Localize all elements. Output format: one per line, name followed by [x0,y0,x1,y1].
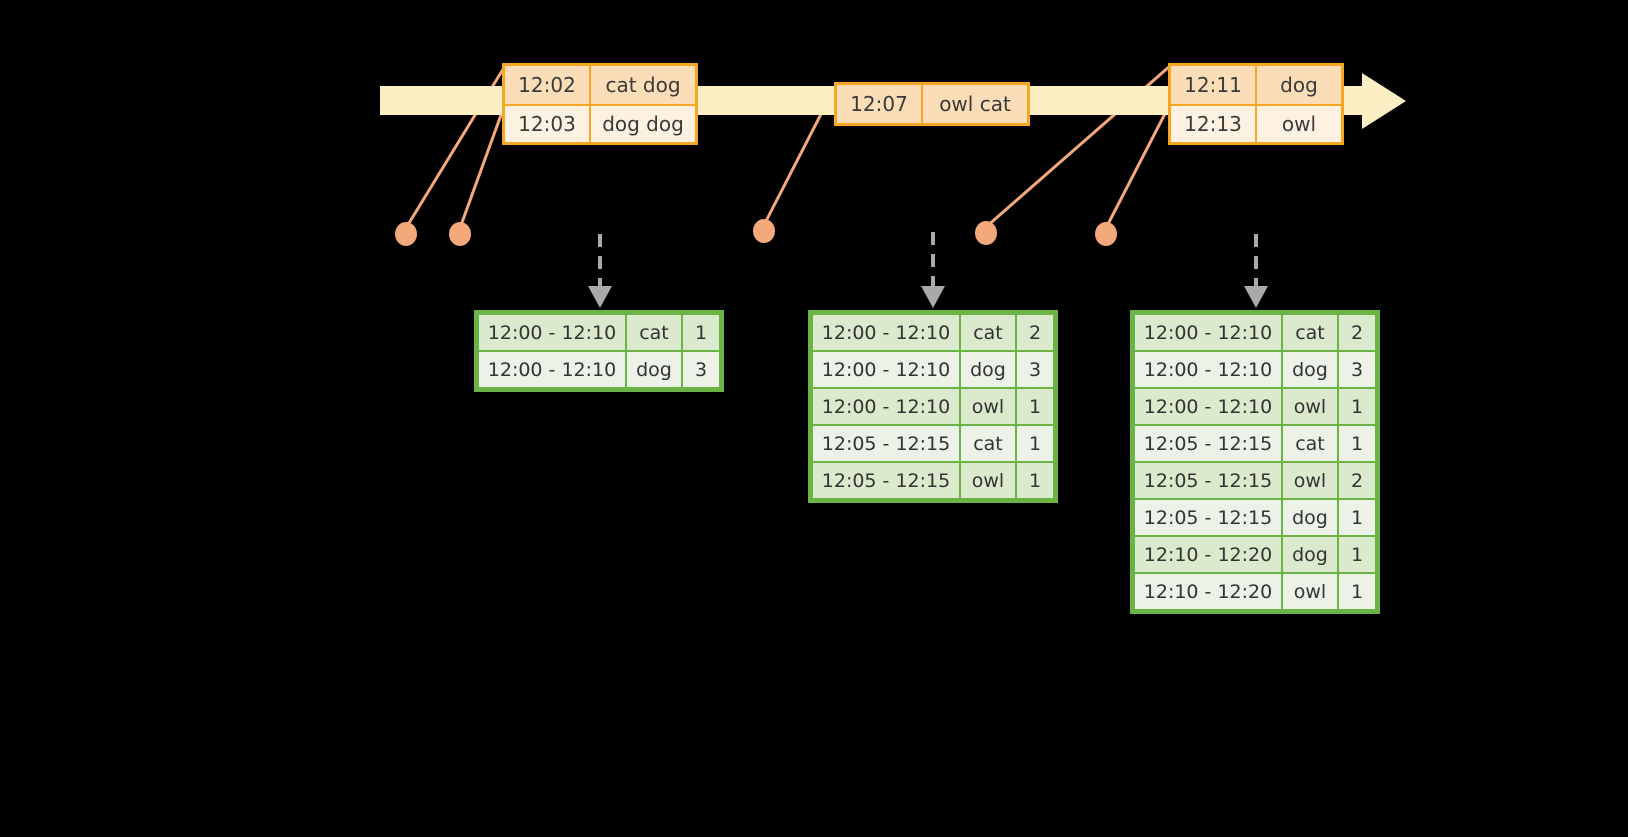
cell-word: dog [1282,499,1338,536]
connector-line-2 [458,103,507,229]
cell-count: 1 [1338,425,1376,462]
event-time: 12:11 [1171,66,1257,104]
event-row[interactable]: 12:13 owl [1171,104,1341,142]
event-box-group-b[interactable]: 12:07 owl cat [834,82,1030,126]
cell-word: dog [960,351,1016,388]
cell-count: 1 [1338,388,1376,425]
event-dot-2[interactable] [449,222,471,246]
cell-window: 12:00 - 12:10 [812,314,960,351]
cell-count: 1 [1016,425,1054,462]
cell-count: 1 [1338,499,1376,536]
cell-word: dog [626,351,682,388]
event-time: 12:07 [837,85,923,123]
cell-word: owl [1282,388,1338,425]
cell-window: 12:10 - 12:20 [1134,536,1282,573]
event-time: 12:03 [505,106,591,142]
cell-word: owl [960,462,1016,499]
event-dot-4[interactable] [975,221,997,245]
connector-line-5 [1104,103,1172,229]
event-dot-5[interactable] [1095,222,1117,246]
event-dot-3[interactable] [753,219,775,243]
cell-count: 1 [682,314,720,351]
event-row[interactable]: 12:11 dog [1171,66,1341,104]
emit-arrow-2 [921,232,945,308]
event-dot-1[interactable] [395,222,417,246]
cell-window: 12:05 - 12:15 [812,462,960,499]
event-box-group-c[interactable]: 12:11 dog 12:13 owl [1168,63,1344,145]
cell-window: 12:00 - 12:10 [1134,388,1282,425]
event-row[interactable]: 12:02 cat dog [505,66,695,104]
emit-arrow-3 [1244,234,1268,308]
cell-count: 3 [1338,351,1376,388]
cell-word: owl [1282,462,1338,499]
cell-word: cat [960,425,1016,462]
cell-window: 12:00 - 12:10 [812,351,960,388]
cell-window: 12:00 - 12:10 [478,351,626,388]
cell-word: dog [1282,536,1338,573]
cell-count: 1 [1338,536,1376,573]
cell-count: 3 [682,351,720,388]
cell-word: cat [960,314,1016,351]
cell-window: 12:05 - 12:15 [1134,462,1282,499]
cell-window: 12:00 - 12:10 [1134,351,1282,388]
cell-count: 2 [1338,314,1376,351]
timeline-arrow-head [1362,73,1406,129]
cell-word: dog [1282,351,1338,388]
cell-word: cat [1282,314,1338,351]
event-words: cat dog [591,66,695,104]
event-time: 12:02 [505,66,591,104]
cell-word: owl [1282,573,1338,610]
cell-window: 12:00 - 12:10 [1134,314,1282,351]
cell-window: 12:00 - 12:10 [812,388,960,425]
event-words: dog [1257,66,1341,104]
cell-count: 2 [1338,462,1376,499]
event-time: 12:13 [1171,106,1257,142]
event-box-group-a[interactable]: 12:02 cat dog 12:03 dog dog [502,63,698,145]
event-words: owl cat [923,85,1027,123]
cell-count: 1 [1016,462,1054,499]
cell-count: 3 [1016,351,1054,388]
cell-window: 12:10 - 12:20 [1134,573,1282,610]
cell-window: 12:00 - 12:10 [478,314,626,351]
cell-word: cat [1282,425,1338,462]
event-row[interactable]: 12:03 dog dog [505,104,695,142]
cell-window: 12:05 - 12:15 [1134,499,1282,536]
cell-word: owl [960,388,1016,425]
event-row[interactable]: 12:07 owl cat [837,85,1027,123]
cell-count: 2 [1016,314,1054,351]
event-words: owl [1257,106,1341,142]
cell-word: cat [626,314,682,351]
cell-count: 1 [1338,573,1376,610]
cell-window: 12:05 - 12:15 [1134,425,1282,462]
emit-arrow-1 [588,234,612,308]
cell-window: 12:05 - 12:15 [812,425,960,462]
cell-count: 1 [1016,388,1054,425]
event-words: dog dog [591,106,695,142]
